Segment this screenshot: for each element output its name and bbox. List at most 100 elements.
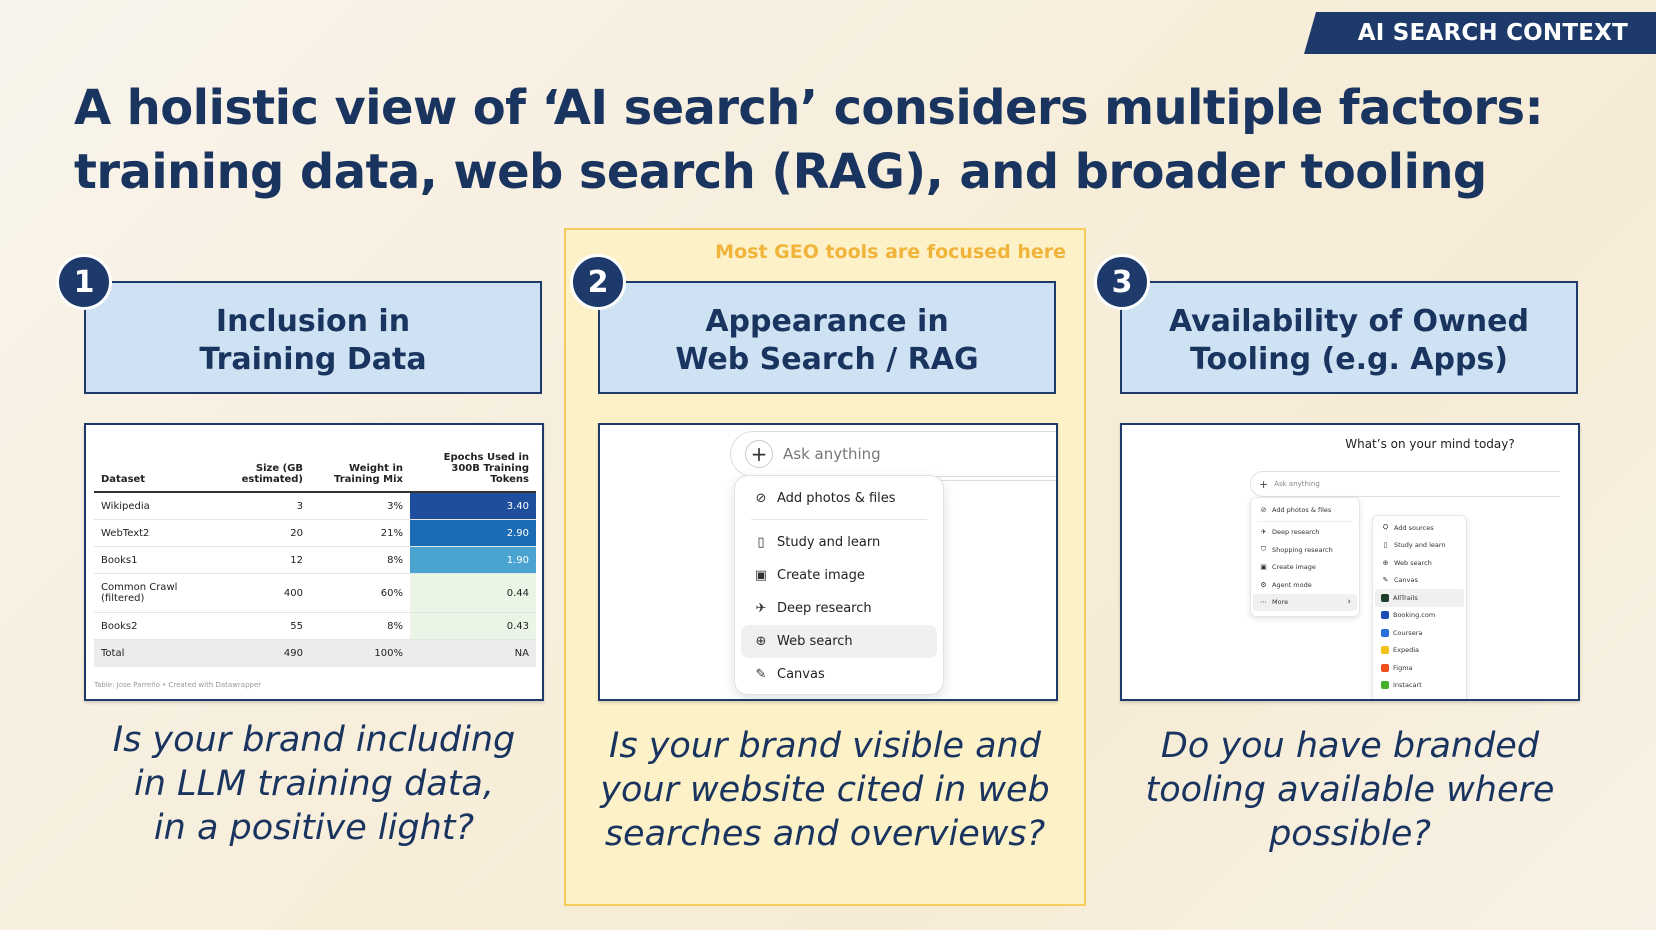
apps-menu-item[interactable]: ⚙ Agent mode [1253,576,1357,594]
apps-menu-item[interactable]: Expedia [1375,642,1464,660]
table-total-row: Total 490 100% NA [94,640,536,667]
menu-item-study-and-learn[interactable]: ▯ Study and learn [741,526,937,559]
apps-menu-item[interactable]: ⛉ Shopping research [1253,541,1357,559]
menu-icon: ⊕ [1382,558,1389,567]
column-1-header: Inclusion in Training Data [84,281,542,394]
image-icon: ▣ [754,568,768,583]
menu-item-canvas[interactable]: ✎Canvas [741,658,937,691]
slide-title: A holistic view of ‘AI search’ considers… [74,76,1594,204]
menu-item-web-search[interactable]: ⊕ Web search [741,625,937,658]
column-2-question-line3: searches and overviews? [604,814,1046,854]
menu-item-label: Deep research [777,601,872,616]
apps-menu-item[interactable]: Booking.com [1375,607,1464,625]
column-header-weight: Weight in Training Mix [334,463,403,485]
cell-weight: 8% [387,620,403,632]
web-search-menu-screenshot: + Ask anything ⊘Add photos & files ▯ Study… [598,423,1058,701]
menu-item-label: Web search [777,634,853,649]
total-weight: 100% [374,647,403,659]
cell-size: 3 [296,500,303,512]
apps-menu-item-label: Canvas [1394,576,1418,585]
menu-icon: ⛉ [1260,545,1267,554]
apps-menu-item[interactable]: ▯Study and learn [1375,537,1464,555]
column-header-dataset: Dataset [101,474,146,485]
apps-menu-item[interactable]: Coursera [1375,624,1464,642]
total-epochs: NA [514,647,529,659]
highlight-note: Most GEO tools are focused here [715,241,1066,263]
menu-divider [751,519,927,520]
column-3-header-line2: Tooling (e.g. Apps) [1189,341,1509,377]
column-1-question: Is your brand including in LLM training … [74,718,554,850]
globe-icon: ⊕ [755,634,767,649]
apps-menu-item[interactable]: ⋯More› [1253,593,1357,611]
apps-menu-item[interactable]: Figma [1375,659,1464,677]
apps-menu-item-label: Shopping research [1272,545,1333,554]
column-1-question-line3: in a positive light? [153,808,475,848]
menu-item-deep-research[interactable]: ✈Deep research [741,592,937,625]
menu-item-label: Canvas [777,667,825,682]
column-1-header-line1: Inclusion in [215,303,411,339]
apps-menu-item[interactable]: ▣Create image [1253,559,1357,577]
apps-menu-item[interactable]: Instacart [1375,677,1464,695]
plus-icon[interactable]: + [1259,477,1269,491]
apps-menu-item[interactable]: ✎ Canvas [1375,572,1464,590]
cell-epochs: 0.43 [410,613,536,639]
apps-menu-item[interactable]: ⛭Add sources [1375,519,1464,537]
tools-menu: ⊘Add photos & files ▯ Study and learn ▣ Crea… [734,475,944,695]
app-logo-icon [1381,646,1389,655]
divider [930,480,1056,481]
menu-icon: ⊘ [1260,505,1267,514]
total-size: 490 [283,647,303,659]
column-2-header-line2: Web Search / RAG [675,341,979,377]
column-3-header-line1: Availability of Owned [1169,303,1529,339]
apps-menu-item-label: Expedia [1393,646,1419,655]
table-header-row: Dataset Size (GB estimated) Weight in Tr… [94,433,536,493]
cell-size: 12 [290,554,303,566]
apps-menu-item-label: Agent mode [1272,580,1312,589]
column-3-question-line1: Do you have branded [1160,726,1540,766]
apps-menu-item[interactable]: AllTrails [1375,589,1464,607]
apps-menu-item[interactable]: ⊘Add photos & files [1253,501,1357,519]
menu-item-add-photos-files[interactable]: ⊘Add photos & files [741,482,937,515]
column-2-header-line1: Appearance in [705,303,949,339]
greeting-heading: What’s on your mind today? [1345,437,1515,451]
column-2-header: Appearance in Web Search / RAG [598,281,1056,394]
ask-input[interactable]: + Ask anything [730,431,1056,477]
menu-icon: ✎ [1382,576,1389,585]
apps-right-menu: ⛭Add sources▯Study and learn ⊕ Web search ✎… [1372,515,1467,699]
apps-menu-item-label: Web search [1394,558,1432,567]
cell-size: 20 [290,527,303,539]
cell-dataset: Wikipedia [101,500,150,512]
apps-menu-item-label: More [1272,598,1289,607]
column-3-question-line2: tooling available where [1145,770,1555,810]
total-label: Total [101,647,125,659]
cell-epochs: 1.90 [410,547,536,573]
column-3-header: Availability of Owned Tooling (e.g. Apps… [1120,281,1578,394]
apps-menu-item-label: Create image [1272,563,1316,572]
number-badge-2: 2 [570,254,626,310]
apps-menu-item[interactable]: ✈Deep research [1253,524,1357,542]
cell-weight: 8% [387,554,403,566]
column-3-question-line3: possible? [1269,814,1431,854]
menu-item-create-image[interactable]: ▣ Create image [741,559,937,592]
menu-icon: ⚙ [1260,580,1267,589]
section-tag: AI SEARCH CONTEXT [1304,12,1656,54]
cell-epochs: 2.90 [410,520,536,546]
cell-dataset: Common Crawl (filtered) [101,582,178,604]
menu-item-label: Create image [777,568,865,583]
menu-divider [1257,520,1353,522]
cell-size: 400 [283,587,303,599]
app-logo-icon [1381,681,1389,690]
menu-item-label: Study and learn [777,535,881,550]
training-data-table-screenshot: Dataset Size (GB estimated) Weight in Tr… [84,423,544,701]
plus-icon[interactable]: + [745,440,773,468]
apps-menu-item[interactable]: ⊕ Web search [1375,554,1464,572]
book-icon: ▯ [757,535,765,550]
table-footnote: Table: Jose Parreño • Created with Dataw… [94,681,262,689]
column-header-size: Size (GB estimated) [241,463,303,485]
mini-ask-input[interactable]: + Ask anything [1250,471,1560,497]
apps-menu-item-label: Instacart [1393,681,1422,690]
column-header-epochs: Epochs Used in 300B Training Tokens [443,452,529,485]
